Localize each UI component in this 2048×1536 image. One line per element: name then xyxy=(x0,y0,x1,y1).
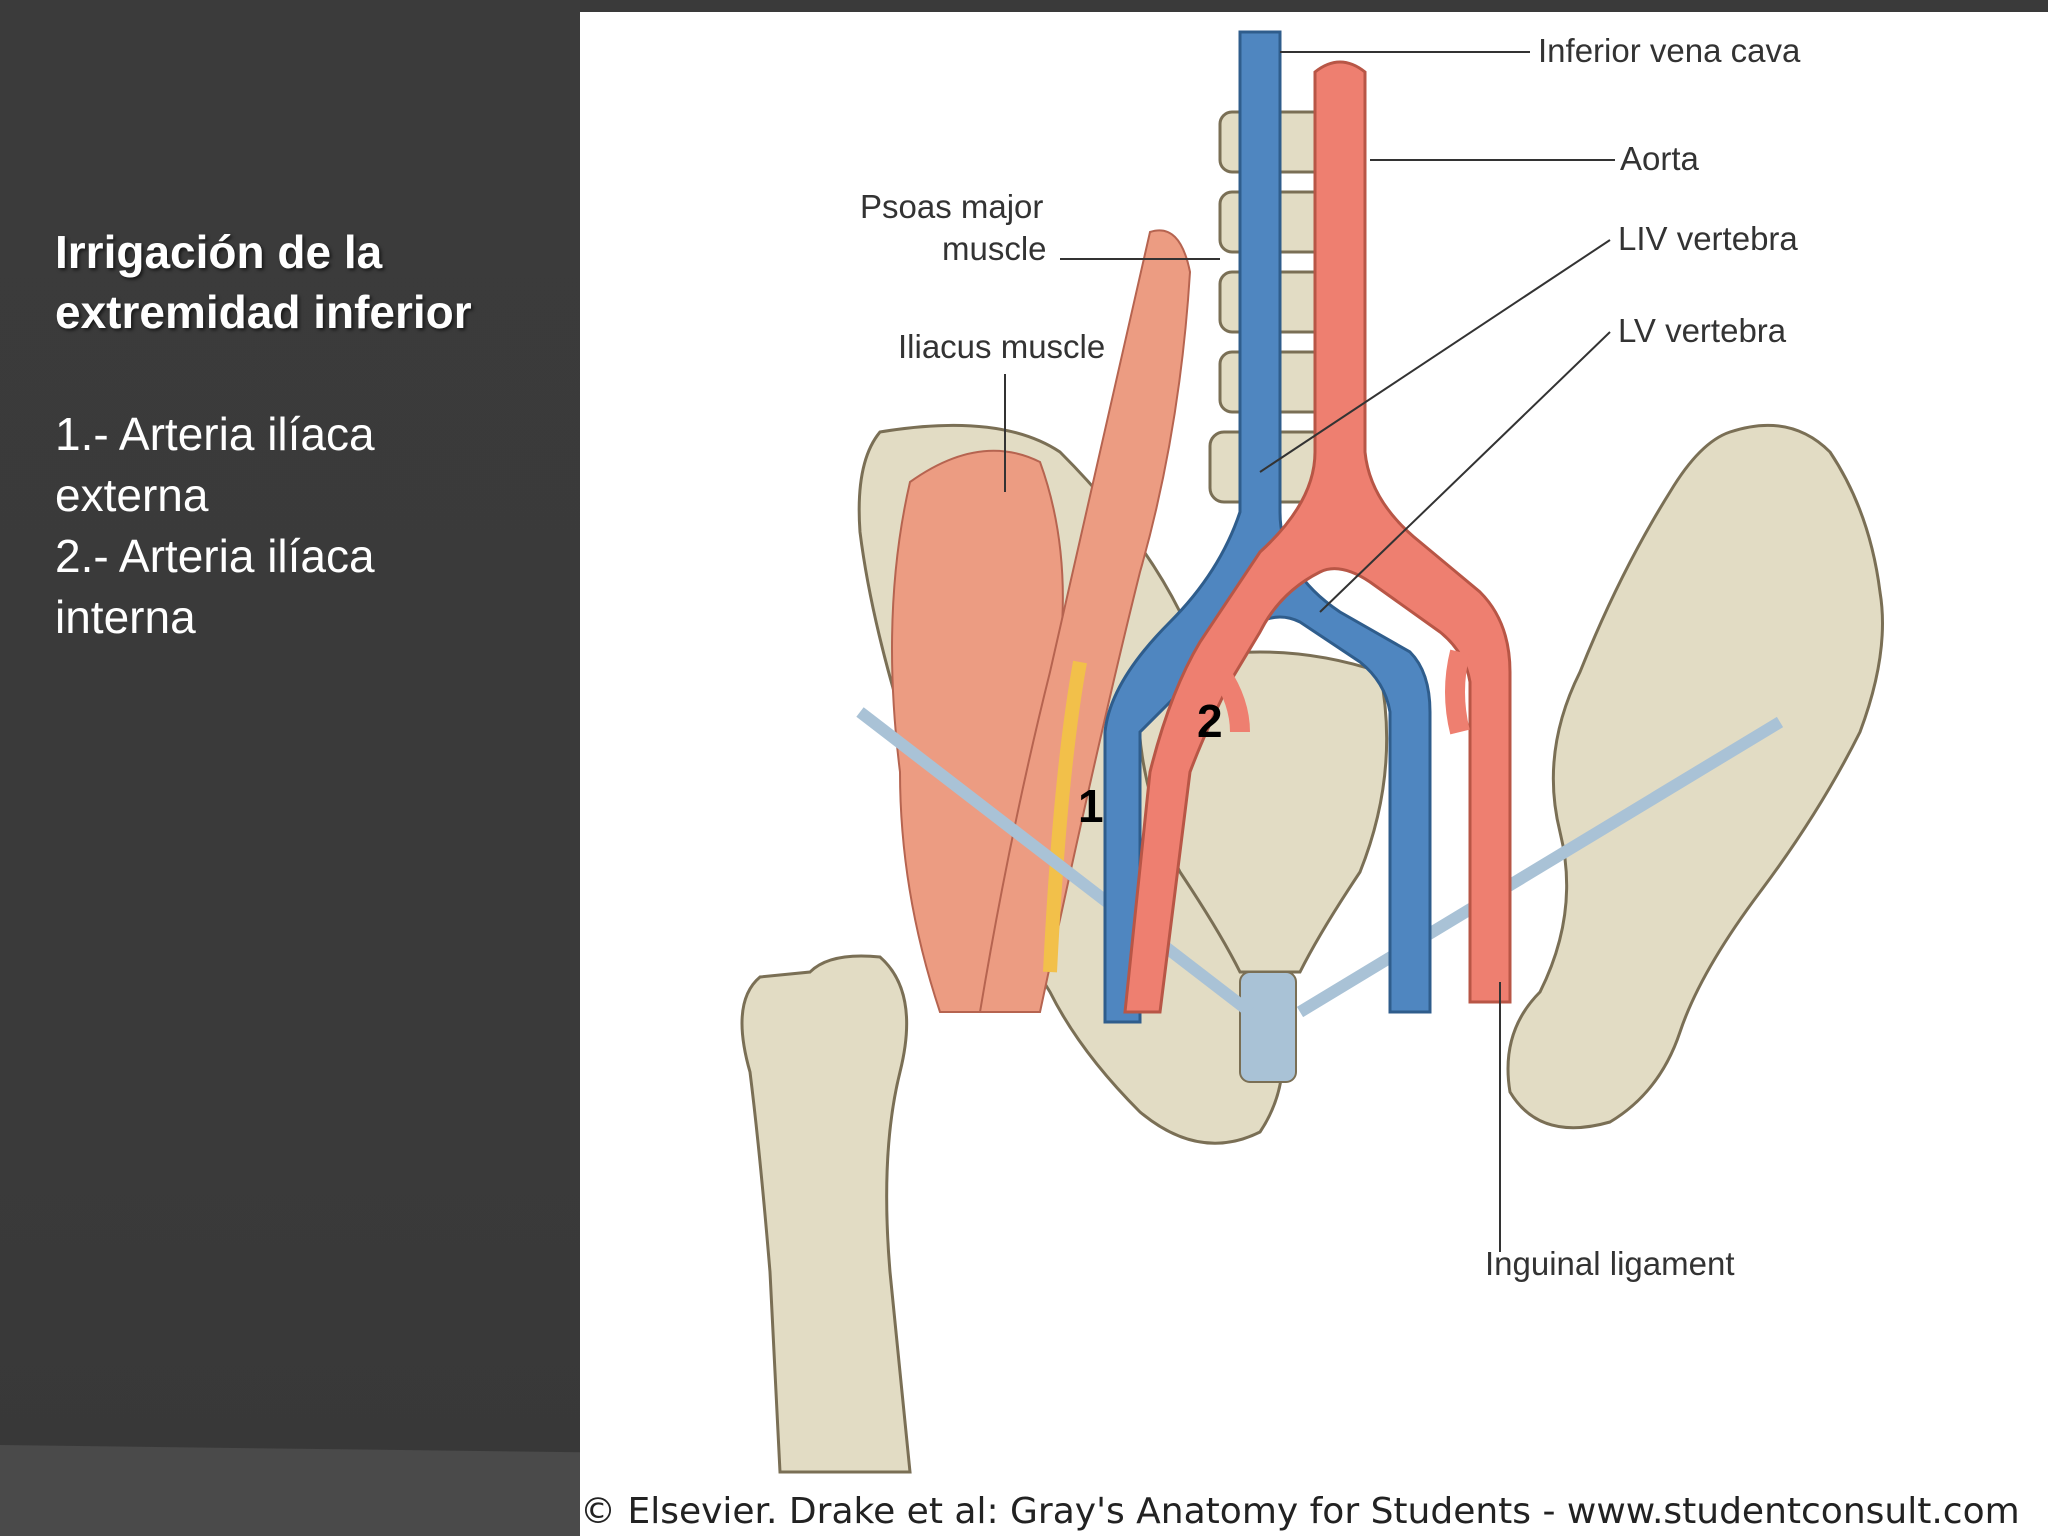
bullet-2-line-2: interna xyxy=(55,591,196,643)
leader-lines xyxy=(1004,51,1615,1252)
label-lv-vertebra: LV vertebra xyxy=(1618,312,1787,349)
leader-liv xyxy=(1259,239,1611,473)
bullet-1-line-1: 1.- Arteria ilíaca xyxy=(55,408,375,460)
marker-2: 2 xyxy=(1197,695,1223,747)
leader-lv xyxy=(1319,331,1611,613)
inguinal-ligament-left xyxy=(856,707,1254,1017)
label-inguinal-ligament: Inguinal ligament xyxy=(1485,1245,1735,1282)
bottom-band xyxy=(0,1445,580,1536)
label-psoas-line-1: Psoas major xyxy=(860,188,1043,225)
label-aorta: Aorta xyxy=(1620,140,1700,177)
label-psoas-line-2: muscle xyxy=(942,230,1047,267)
inguinal-ligament-right xyxy=(1296,716,1784,1018)
label-inferior-vena-cava: Inferior vena cava xyxy=(1538,32,1801,69)
pelvis-illustration: Inferior vena cava Aorta Psoas major mus… xyxy=(740,30,1884,1474)
title-line-2: extremidad inferior xyxy=(55,286,472,338)
figure-credit: © Elsevier. Drake et al: Gray's Anatomy … xyxy=(580,1491,2020,1532)
aorta xyxy=(1123,60,1512,1014)
marker-1: 1 xyxy=(1078,780,1104,832)
bullet-1-line-2: externa xyxy=(55,469,209,521)
internal-iliac-left xyxy=(1211,666,1250,733)
internal-iliac-right xyxy=(1445,649,1470,735)
bullet-list: 1.- Arteria ilíaca externa 2.- Arteria i… xyxy=(55,404,555,648)
femur xyxy=(740,954,912,1474)
bullet-2-line-1: 2.- Arteria ilíaca xyxy=(55,530,375,582)
label-liv-vertebra: LIV vertebra xyxy=(1618,220,1798,257)
label-iliacus-muscle: Iliacus muscle xyxy=(898,328,1105,365)
slide-title: Irrigación de la extremidad inferior xyxy=(55,222,555,342)
femoral-nerve xyxy=(1043,660,1087,973)
pubic-symphysis xyxy=(1239,971,1297,1083)
inferior-vena-cava xyxy=(1103,30,1432,1024)
anatomy-figure: Inferior vena cava Aorta Psoas major mus… xyxy=(580,12,2048,1536)
title-line-1: Irrigación de la xyxy=(55,226,383,278)
text-panel xyxy=(0,0,580,1536)
